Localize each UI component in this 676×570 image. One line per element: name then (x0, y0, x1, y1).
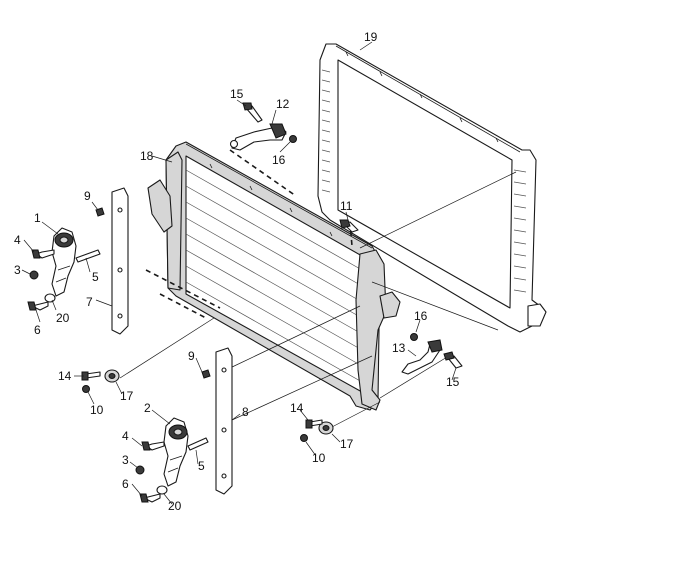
callout-9-lower: 9 (188, 349, 195, 363)
washer-10-left (82, 385, 90, 393)
callout-2: 2 (144, 401, 151, 415)
washer-20-lower (156, 485, 168, 495)
callout-20-upper: 20 (56, 311, 70, 325)
callout-8: 8 (242, 405, 249, 419)
callout-11: 11 (340, 199, 353, 213)
alignment-lines (119, 171, 517, 429)
washer-10-right (300, 434, 308, 442)
washer-20-upper (44, 293, 56, 303)
callout-15-upper: 15 (230, 87, 244, 101)
bracket-13 (401, 339, 443, 375)
callout-3-upper: 3 (14, 263, 21, 277)
screw-9-lower (201, 369, 211, 379)
callout-17-right: 17 (340, 437, 354, 451)
callout-16-lower: 16 (414, 309, 428, 323)
bolt-14-left (81, 371, 101, 381)
callout-4-lower: 4 (122, 429, 129, 443)
nut-16-upper (289, 135, 297, 143)
callout-labels: 19 18 15 12 16 11 9 1 4 3 5 7 20 6 14 17… (14, 30, 460, 513)
nut-16-lower (410, 333, 418, 341)
nut-3-upper (29, 270, 39, 280)
callout-4-upper: 4 (14, 233, 21, 247)
callout-13: 13 (392, 341, 406, 355)
bolt-11 (339, 219, 359, 233)
callout-10-right: 10 (312, 451, 326, 465)
callout-10-left: 10 (90, 403, 104, 417)
callout-15-lower: 15 (446, 375, 460, 389)
callout-9-upper: 9 (84, 189, 91, 203)
callout-16-upper: 16 (272, 153, 286, 167)
bolt-6-upper (27, 301, 49, 311)
bolt-6-lower (139, 493, 161, 503)
cooler-18 (147, 141, 401, 411)
bolt-4-lower (141, 441, 165, 451)
callout-19: 19 (364, 30, 378, 44)
callout-20-lower: 20 (168, 499, 182, 513)
radiator-19 (317, 43, 547, 333)
callout-1: 1 (34, 211, 41, 225)
bolt-15-upper (242, 102, 263, 123)
callout-7: 7 (86, 295, 93, 309)
callout-18: 18 (140, 149, 154, 163)
callout-5-lower: 5 (198, 459, 205, 473)
rubber-mount-17-left (104, 369, 120, 383)
bracket-12 (229, 123, 287, 151)
callout-6-upper: 6 (34, 323, 41, 337)
callout-14-left: 14 (58, 369, 72, 383)
mount-1-upper (51, 227, 77, 297)
callout-17-left: 17 (120, 389, 134, 403)
rubber-mount-17-right (318, 421, 334, 435)
callout-14-right: 14 (290, 401, 304, 415)
bolt-4-upper (31, 249, 55, 259)
bracket-7 (111, 187, 129, 335)
mount-2-lower (163, 417, 189, 487)
callout-5-upper: 5 (92, 270, 99, 284)
callout-6-lower: 6 (122, 477, 129, 491)
stud-5-upper (75, 249, 101, 263)
callout-3-lower: 3 (122, 453, 129, 467)
callout-leaders (21, 41, 457, 505)
bolt-15-lower (443, 351, 463, 369)
stud-5-lower (187, 437, 209, 451)
bracket-8 (215, 347, 233, 495)
callout-12: 12 (276, 97, 290, 111)
bolt-14-right (305, 419, 323, 429)
